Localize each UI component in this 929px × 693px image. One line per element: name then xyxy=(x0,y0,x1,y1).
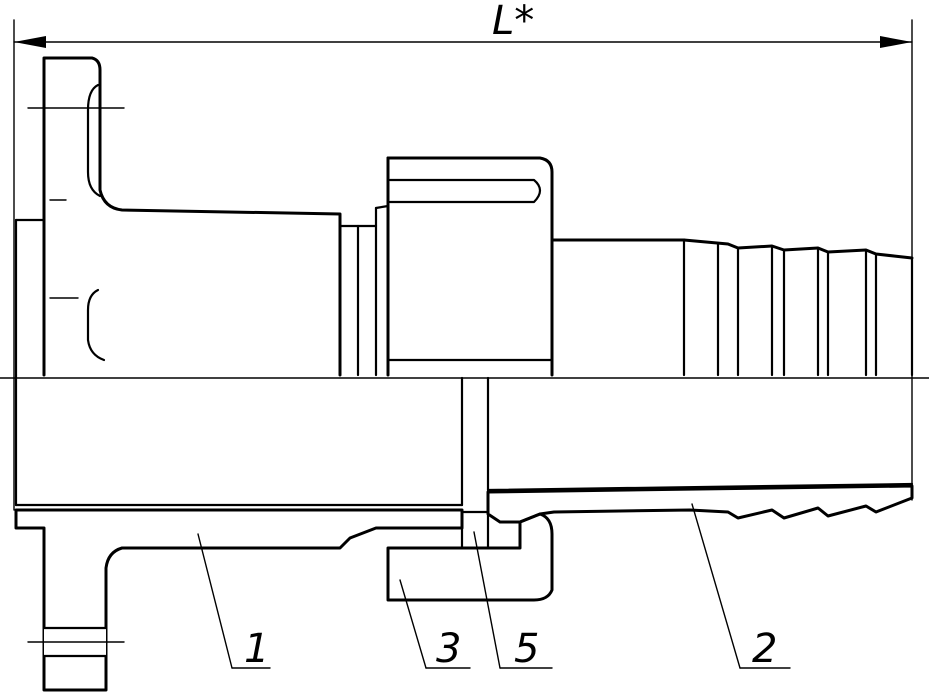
dimension-label: L* xyxy=(492,0,534,44)
flange-body-section xyxy=(14,508,464,692)
callout-label-5: 5 xyxy=(514,626,539,672)
callout-label-1: 1 xyxy=(244,626,269,672)
arrow-left-icon xyxy=(14,36,46,48)
arrow-right-icon xyxy=(880,36,912,48)
external-view xyxy=(14,56,914,377)
seal-section xyxy=(460,510,490,550)
callouts: 1 3 5 2 xyxy=(197,503,791,672)
section-view xyxy=(14,373,914,692)
nut-section xyxy=(386,512,554,602)
callout-label-3: 3 xyxy=(436,626,461,672)
hose-nipple-section xyxy=(486,484,914,524)
dimension-line: L* xyxy=(13,0,913,511)
callout-label-2: 2 xyxy=(752,626,777,672)
